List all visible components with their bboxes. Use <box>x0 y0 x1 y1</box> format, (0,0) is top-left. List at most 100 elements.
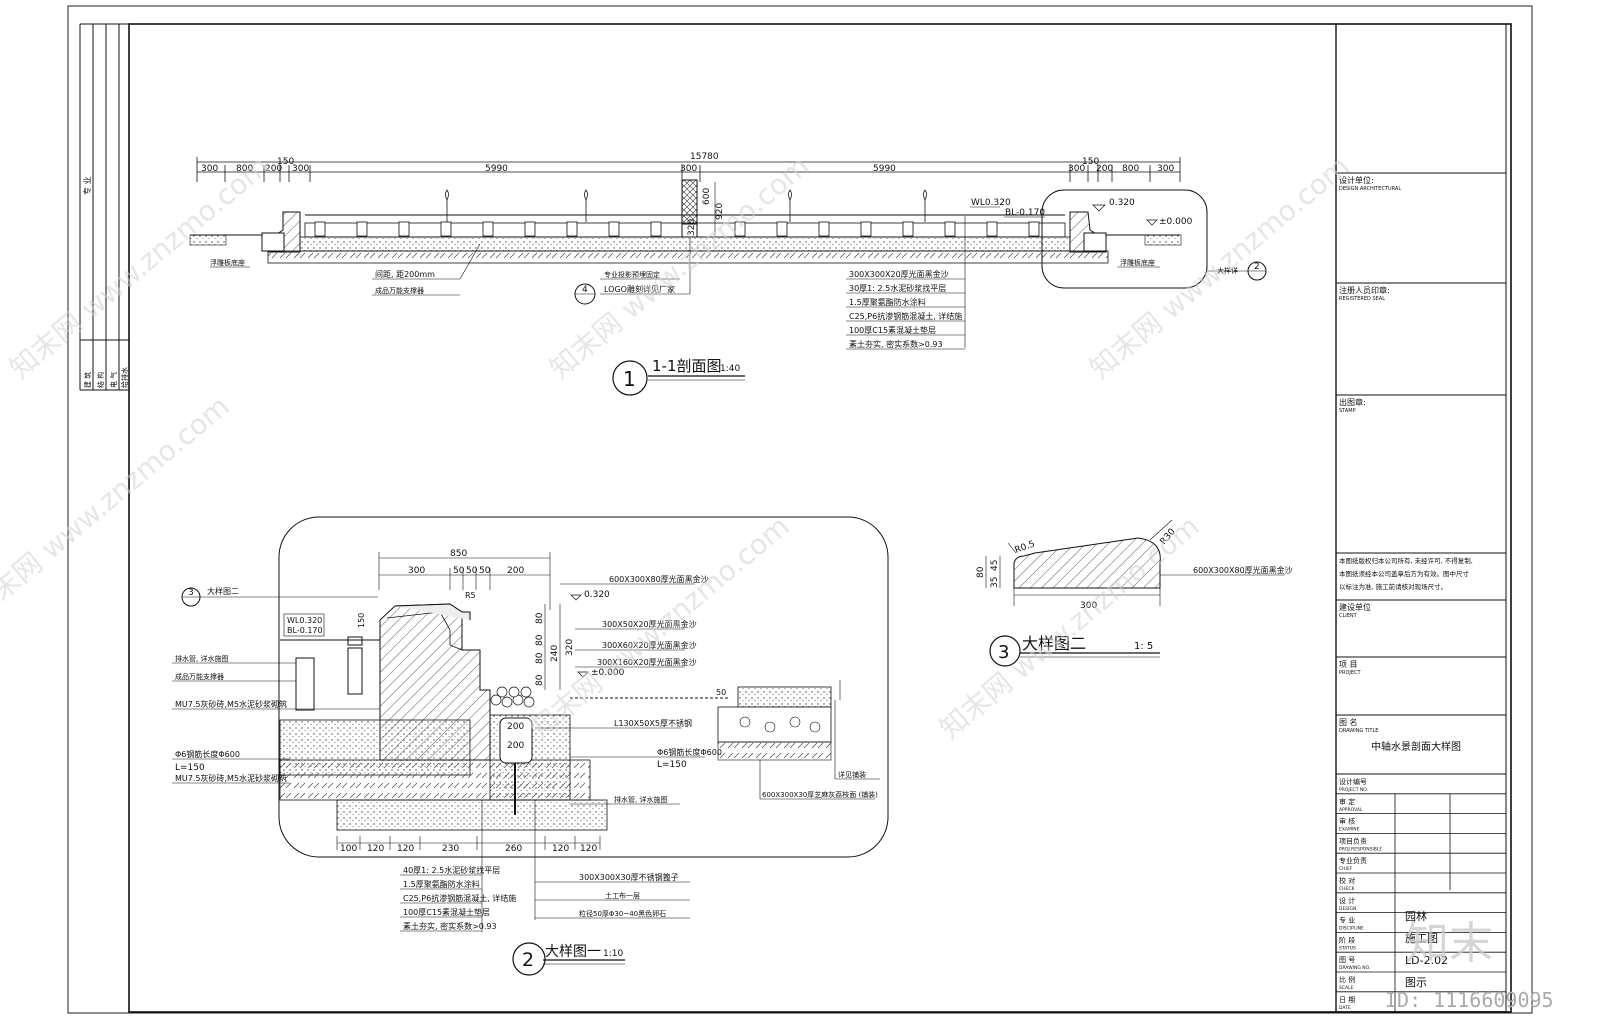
d2-dim-50b: 50 <box>466 566 478 576</box>
dim-r-4: 800 <box>1122 164 1139 174</box>
d2-v-80b: 80 <box>535 634 545 646</box>
pedestal-support <box>566 221 578 237</box>
strip-label-upper: 专 业 <box>82 176 92 195</box>
tb-row-label: 图 号 <box>1339 956 1355 964</box>
tb-cert-en: REGISTERED SEAL <box>1339 296 1385 302</box>
d2-right-6: Φ6钢筋长度Φ600 <box>657 747 722 757</box>
d2-left-6: MU7.5灰砂砖,M5水泥砂浆砌筑 <box>175 773 287 783</box>
d3-dim-45: 45 <box>990 560 1000 571</box>
dim-l-6: 300 <box>680 164 697 174</box>
tb-design-unit-en: DESIGN ARCHITECTURAL <box>1339 186 1401 192</box>
pedestal-support <box>902 221 914 237</box>
d2-level-wl: WL0.320 <box>287 616 322 625</box>
d2-200a: 200 <box>507 722 524 732</box>
callout-4: 4 <box>582 285 588 295</box>
tb-row-label-en: EXAMINE <box>1339 827 1360 833</box>
tb-row-label-en: CHECK <box>1339 886 1356 892</box>
d2-left-2: 成品万能支撑器 <box>175 672 224 681</box>
strip-label-4: 给排水 <box>120 367 129 388</box>
d3-dim-80: 80 <box>976 566 986 578</box>
tb-row-label-en: APPROVAL <box>1339 807 1363 813</box>
d2-layer-2: 1.5厚聚氨酯防水涂料 <box>403 879 480 889</box>
note-center-1: 专业投影预埋固定 <box>604 270 660 279</box>
pedestal-support <box>776 221 788 237</box>
tb-row-label-en: PROJECT NO. <box>1339 787 1368 793</box>
tb-row-label: 专 业 <box>1339 916 1355 925</box>
tb-drawing-no: LD-2.02 <box>1405 954 1448 967</box>
tb-stamp-en: STAMP <box>1339 408 1356 414</box>
pedestal-support <box>482 221 494 237</box>
tb-row-label: 设计编号 <box>1339 777 1367 786</box>
tb-stamp: 出图章: <box>1339 397 1366 407</box>
d2-b-4: 260 <box>505 844 522 854</box>
d2-br-3: 粒径50厚Φ30~40黑色卵石 <box>579 909 666 918</box>
d2-v-240: 240 <box>550 645 560 662</box>
watermark-brand: 知末 <box>1405 918 1493 969</box>
vdim-600: 600 <box>702 188 712 205</box>
d2-right-2: 300X50X20厚光面黑金沙 <box>602 619 697 629</box>
dim-l-4: 300 <box>292 164 309 174</box>
pedestal-support <box>818 221 830 237</box>
note-left-1: 浮雕板底座 <box>210 258 245 267</box>
tb-row-label: 审 核 <box>1339 817 1355 826</box>
d2-level-zero: ±0.000 <box>591 668 625 678</box>
pedestal-support <box>986 221 998 237</box>
tb-row-label: 日 期 <box>1339 996 1355 1004</box>
vdim-320: 320 <box>687 219 697 236</box>
tb-project: 项 目 <box>1339 660 1358 669</box>
pedestal-support <box>608 221 620 237</box>
watermark-2: 知末网 www.znzmo.com <box>543 149 815 385</box>
tb-design-unit: 设计单位: <box>1339 175 1374 185</box>
pedestal-support <box>944 221 956 237</box>
tb-row-label: 校 对 <box>1339 876 1355 885</box>
d2-right-3: 300X60X20厚光面黑金沙 <box>602 640 697 650</box>
detail-2-scale: 1:10 <box>603 949 623 959</box>
overall-dim: 15780 <box>690 152 719 162</box>
d2-br-2: 土工布一层 <box>605 891 640 900</box>
tb-row-label: 比 例 <box>1339 975 1355 984</box>
pedestal-support <box>356 221 368 237</box>
d2-v-80c: 80 <box>535 652 545 664</box>
dim-r-2: 150 <box>1082 157 1099 167</box>
tb-row-label-en: DATE <box>1339 1005 1351 1011</box>
d2-level-top: 0.320 <box>584 590 610 600</box>
d2-dim-50c: 50 <box>479 566 491 576</box>
pedestal-support <box>1028 221 1040 237</box>
tb-status-value: 施工图 <box>1405 932 1438 945</box>
layer-1: 300X300X20厚光面黑金沙 <box>849 269 949 279</box>
tb-drawing-title: 中轴水景剖面大样图 <box>1371 740 1461 753</box>
detail-2: 850 300 50 50 50 200 R5 <box>172 516 889 976</box>
tb-row-label: 项目负责 <box>1339 836 1367 845</box>
tb-row-label: 设 计 <box>1339 896 1355 905</box>
d3-dim-35: 35 <box>990 577 1000 588</box>
tb-client: 建设单位 <box>1339 602 1371 612</box>
dim-l-0: 300 <box>201 164 218 174</box>
d2-right-7: L=150 <box>657 760 687 770</box>
d2-layer-5: 素土夯实, 密实系数>0.93 <box>403 921 497 931</box>
d2-dim-50a: 50 <box>453 566 465 576</box>
detail-ref: 大样详 <box>1217 266 1238 275</box>
d2-b-5: 120 <box>552 844 569 854</box>
pedestal-support <box>398 221 410 237</box>
watermark-1: 知末网 www.znzmo.com <box>3 149 275 385</box>
d2-side-50: 50 <box>716 688 726 697</box>
tb-project-en: PROJECT <box>1339 670 1362 676</box>
section-1-1: 15780 300 800 200 150 300 5990 300 5990 … <box>189 152 1267 396</box>
d3-note: 600X300X80厚光面黑金沙 <box>1193 565 1293 575</box>
layer-4: C25,P6抗渗钢筋混凝土, 详结施 <box>849 311 962 321</box>
vdim-920: 920 <box>715 203 725 220</box>
d2-dim-300: 300 <box>408 566 425 576</box>
tb-note-2: 本图纸须经本公司盖章后方为有效。图中尺寸 <box>1339 569 1470 578</box>
tb-row-label-en: DESIGN <box>1339 906 1356 912</box>
strip-label-2: 结 构 <box>96 372 105 388</box>
d3-dim-300: 300 <box>1080 601 1097 611</box>
d2-left-4: Φ6钢筋长度Φ600 <box>175 749 240 759</box>
d2-layer-1: 40厚1: 2.5水泥砂浆找平层 <box>403 865 500 875</box>
tb-title-en: DRAWING TITLE <box>1339 728 1378 734</box>
watermark-id: ID: 1116609095 <box>1385 988 1554 1012</box>
dim-r-5: 300 <box>1157 164 1174 174</box>
note-right: 浮雕板底座 <box>1120 258 1155 267</box>
left-signature-strip: 专 业 建 筑 结 构 电 气 给排水 <box>79 23 129 391</box>
detail-3: 300 80 45 35 R0.5 R30 600X300X80厚光面黑金沙 3… <box>976 519 1293 667</box>
level-top: 0.320 <box>1109 198 1135 208</box>
